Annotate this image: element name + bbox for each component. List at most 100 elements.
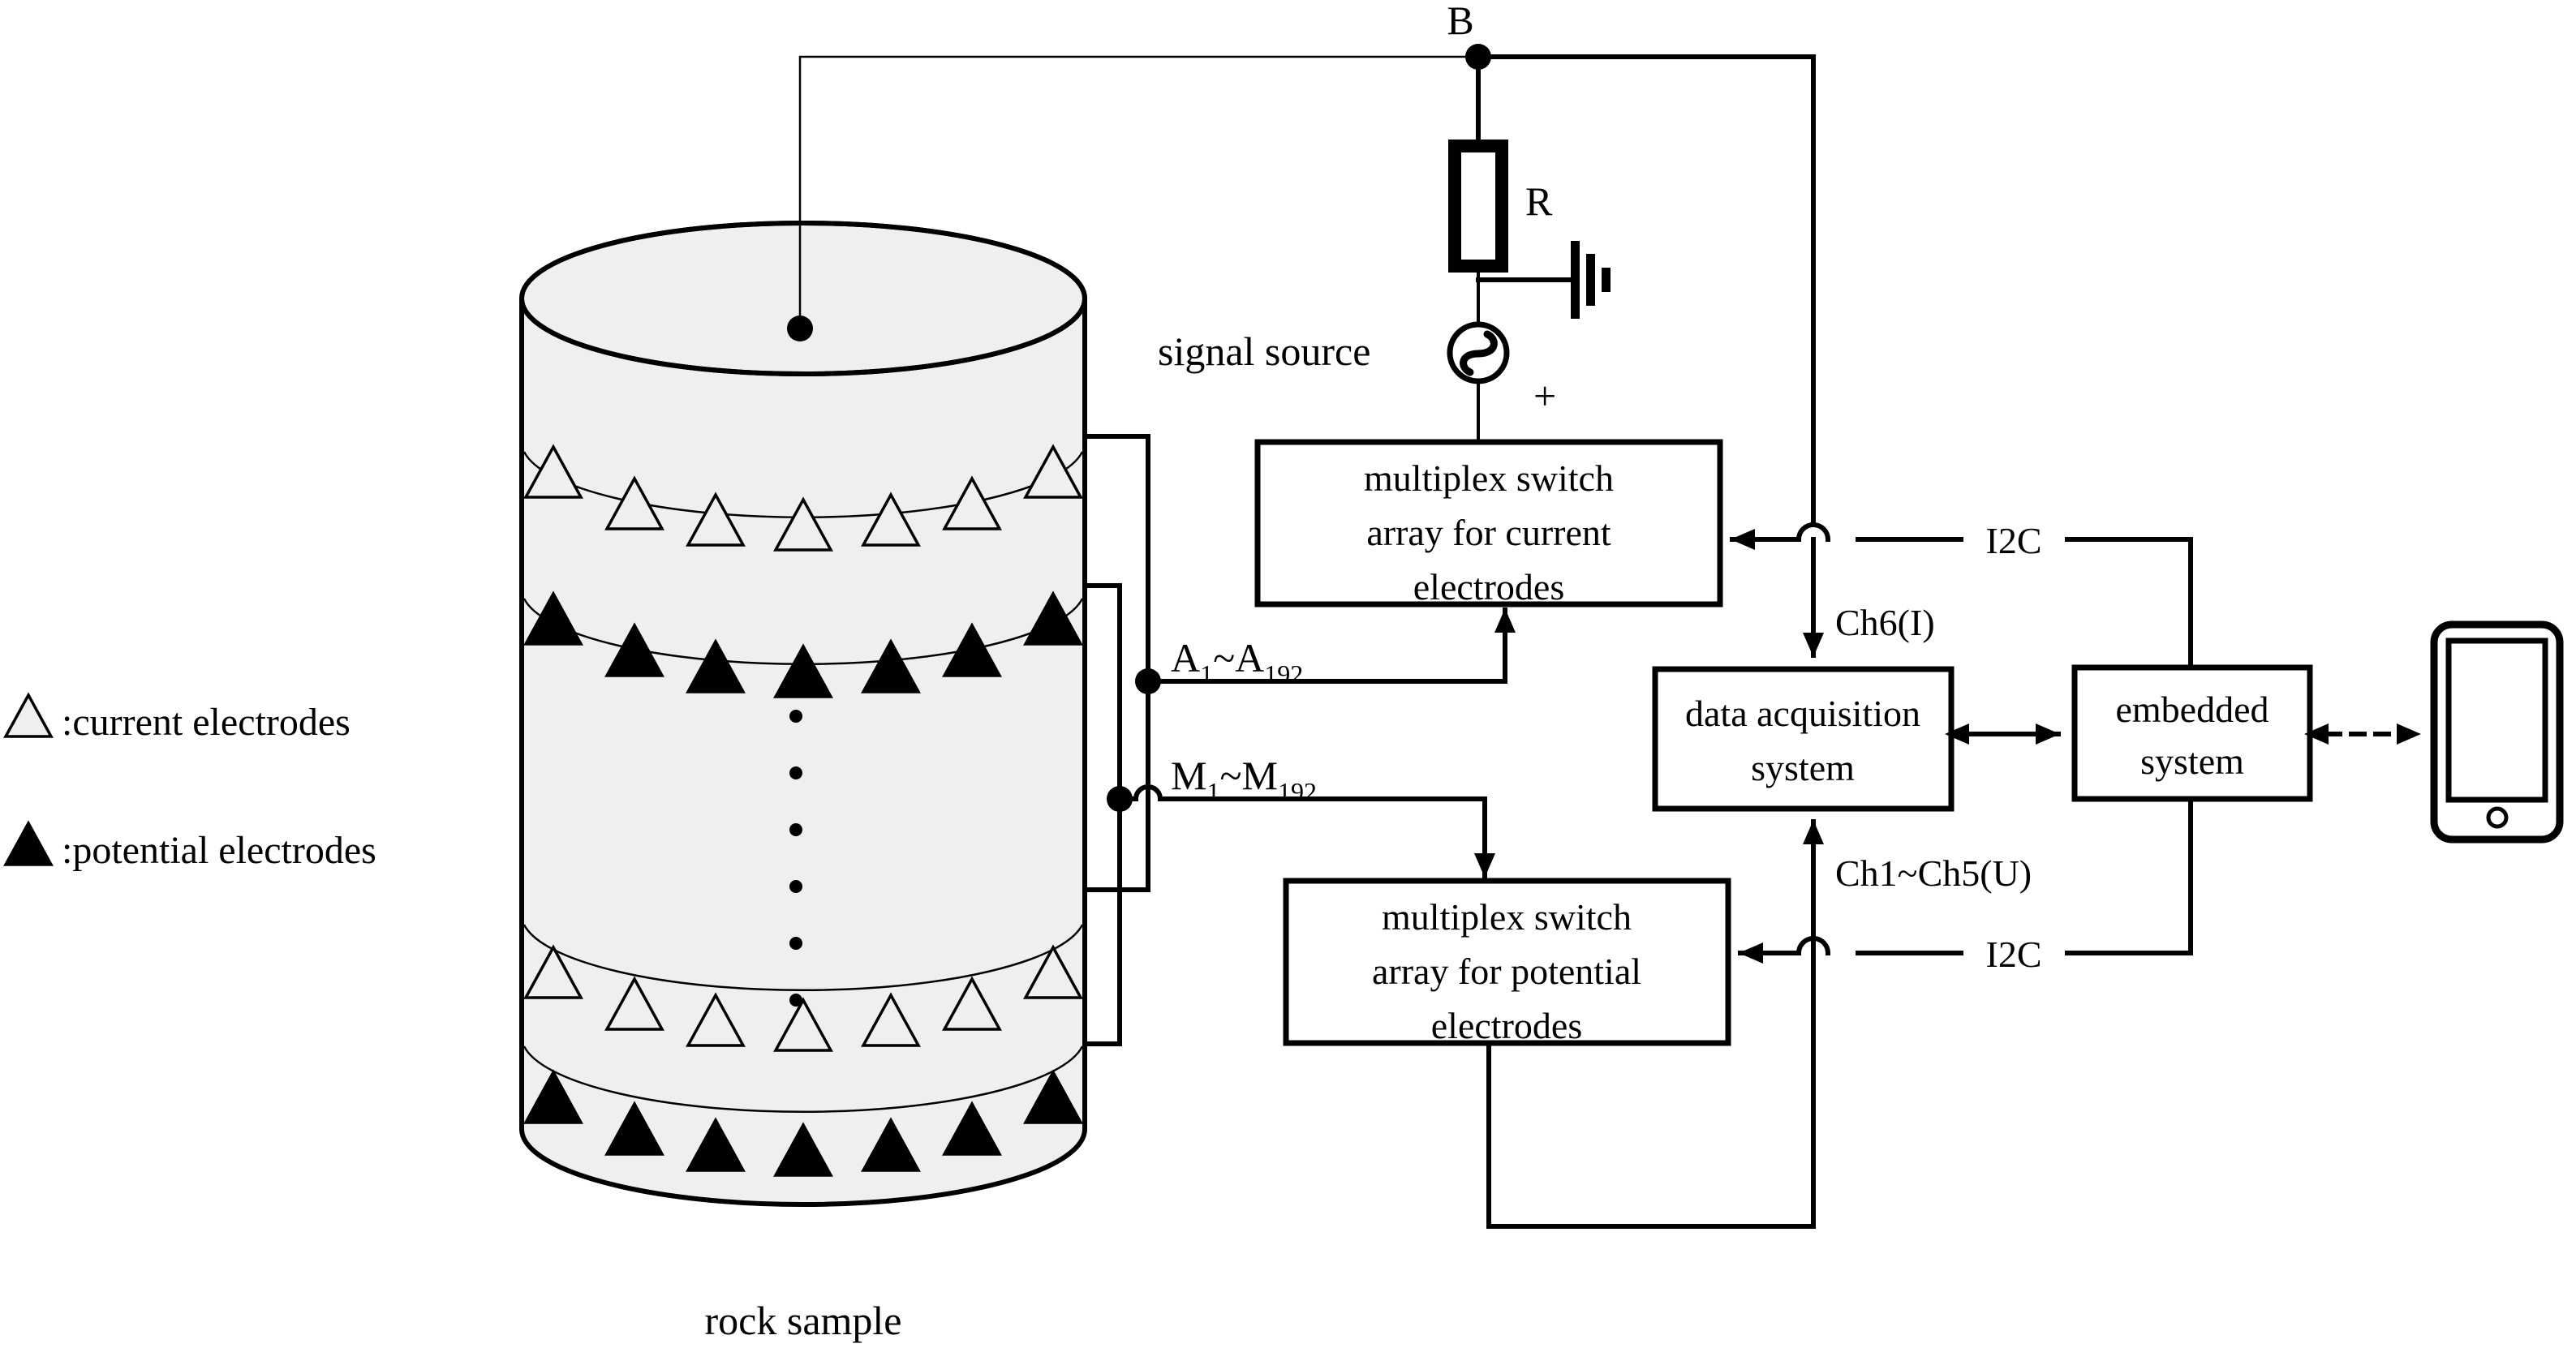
block-mux-current[interactable]: multiplex switch array for current elect… [1254,439,1723,608]
mux-potential-line1: multiplex switch [1382,896,1632,938]
cylinder-body [519,221,1087,1207]
wire-hop-i2c-top [1795,522,1831,543]
mux-potential-line3: electrodes [1431,1005,1582,1046]
mux-potential-line2: array for potential [1372,951,1641,992]
mux-current-box[interactable] [1254,439,1723,608]
bus-m-letter-end: M [1242,753,1278,798]
electrode-ring-2-potential [523,590,1084,698]
current-electrode [686,492,746,547]
i2c-bottom-label: I2C [1986,934,2042,975]
mux-current-line1: multiplex switch [1364,457,1614,499]
potential-electrode [686,1117,746,1172]
mux-current-line2: array for current [1366,512,1611,553]
current-electrode [942,976,1002,1031]
phone-home-button-icon [2486,806,2509,829]
resistor-label: R [1525,178,1553,224]
mux-current-line3: electrodes [1413,566,1564,608]
ring-arc-4 [523,1045,1084,1114]
block-data-acquisition[interactable]: data acquisition system [1652,666,1955,812]
polarity-label: + [1533,373,1556,419]
potential-electrode [942,1101,1002,1156]
electrode-ring-4-potential [523,1045,1084,1177]
electrode-ring-1-current [523,444,1084,552]
bus-a-letter-end: A [1235,635,1264,680]
bus-m-letter: M [1171,753,1206,798]
potential-electrode [523,1069,583,1124]
mux-potential-box[interactable] [1283,878,1731,1046]
embedded-line1: embedded [2115,689,2269,730]
wire-hop-m-over-a [1133,784,1163,802]
bracket-current-electrodes [1082,434,1150,892]
bus-m-label: M1~M192 [1171,753,1317,806]
bus-a-tilde: ~ [1213,635,1235,680]
potential-electrode [861,638,921,693]
bracket-potential-electrodes [1082,583,1122,1046]
block-mux-potential[interactable]: multiplex switch array for potential ele… [1283,878,1731,1046]
bus-m-sub-start: 1 [1206,777,1219,806]
bus-a-sub-end: 192 [1264,659,1303,689]
svg-text:M1~M192: M1~M192 [1171,753,1317,806]
channel-current-label: Ch6(I) [1835,602,1935,643]
cylinder-rim-arc [519,298,1087,376]
current-electrode [523,444,583,499]
current-electrode [942,475,1002,530]
wire-hop-i2c-bottom [1795,936,1831,956]
bus-a-letter: A [1171,635,1200,680]
node-b-label: B [1447,0,1473,43]
bus-m-sub-end: 192 [1278,777,1317,806]
potential-electrode [604,622,664,677]
top-electrode-b [787,55,1478,341]
ground-icon [1571,241,1611,319]
potential-electrode [604,1101,664,1156]
bus-current-electrodes [1135,608,1516,694]
legend-current-label: :current electrodes [62,701,350,744]
svg-text:A1~A192: A1~A192 [1171,635,1303,689]
rock-sample-caption: rock sample [705,1298,902,1343]
electrode-ring-3-current [523,924,1084,1052]
signal-source-label: signal source [1158,328,1370,374]
signal-source-branch [1447,44,1816,442]
current-electrode [604,976,664,1031]
potential-electrode [1023,1069,1083,1124]
potential-electrode [773,1122,833,1177]
channel-voltage-label: Ch1~Ch5(U) [1835,852,2032,894]
potential-electrode [942,622,1002,677]
ellipsis-dots [789,710,802,1007]
legend-current-electrode-icon [3,692,54,738]
bus-a-label: A1~A192 [1171,635,1303,689]
rock-sample-cylinder [519,221,1087,1207]
potential-electrode [523,590,583,646]
block-embedded-system[interactable]: embedded system [2071,664,2313,802]
control-connections [1486,54,2422,1229]
daq-line1: data acquisition [1685,693,1920,734]
i2c-top-label-text: I2C [1986,520,2042,561]
resistor-symbol [1448,140,1508,273]
current-electrode [861,992,921,1047]
current-electrode [1023,944,1083,999]
phone-screen [2445,638,2548,803]
wire-b-to-node [798,55,1478,328]
bus-potential-electrodes [1107,784,1495,878]
potential-electrode [861,1117,921,1172]
current-electrode [523,944,583,999]
electrode-bracket-wiring [1082,434,1150,1046]
legend: :current electrodes :potential electrode… [3,692,376,872]
legend-potential-electrode-icon [3,820,54,866]
current-electrode [861,492,921,547]
current-electrode [604,475,664,530]
current-electrode [1023,444,1083,499]
legend-potential-label: :potential electrodes [62,829,376,872]
sine-glyph-icon [1460,330,1498,376]
bus-m-tilde: ~ [1219,753,1241,798]
current-electrode [773,997,833,1052]
wire-return-loop [1486,1041,1816,1229]
daq-box[interactable] [1652,666,1955,812]
potential-electrode [773,643,833,698]
ring-arc-3 [523,924,1084,992]
potential-electrode [686,638,746,693]
smartphone-icon[interactable] [2430,620,2564,844]
potential-electrode [1023,590,1083,646]
embedded-line2: system [2140,741,2244,782]
